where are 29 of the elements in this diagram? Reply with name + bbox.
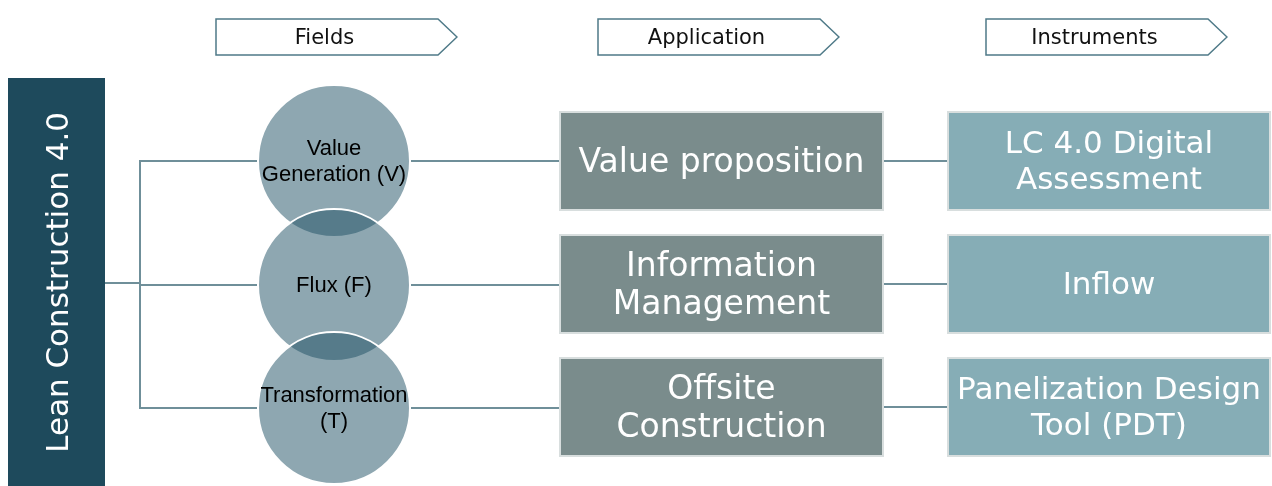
application-label: Offsite Construction xyxy=(615,369,828,445)
connector-line xyxy=(883,406,948,408)
instrument-box xyxy=(947,234,1271,334)
instrument-label: Inflow xyxy=(1061,266,1157,302)
column-header-chevron xyxy=(215,18,458,56)
instrument-label: LC 4.0 Digital Assessment xyxy=(1003,125,1215,197)
connector-line xyxy=(410,160,560,162)
column-header-chevron xyxy=(985,18,1228,56)
connector-line xyxy=(883,283,948,285)
application-label: Information Management xyxy=(611,246,832,322)
connector-line xyxy=(410,284,560,286)
header-text: Application xyxy=(647,25,766,49)
instrument-box xyxy=(947,111,1271,211)
instrument-label: Panelization Design Tool (PDT) xyxy=(956,371,1262,443)
instrument-box xyxy=(947,357,1271,457)
field-label: Transformation (T) xyxy=(259,381,409,435)
header-text: Fields xyxy=(294,25,355,49)
field-label: Flux (F) xyxy=(295,271,373,299)
header-text: Instruments xyxy=(1031,25,1158,49)
connector-line xyxy=(883,160,948,162)
application-box xyxy=(559,357,884,457)
application-label: Value proposition xyxy=(577,142,866,180)
application-box xyxy=(559,111,884,211)
application-box xyxy=(559,234,884,334)
field-label: Value Generation (V) xyxy=(260,134,408,188)
connector-line xyxy=(410,407,560,409)
column-header-chevron xyxy=(597,18,840,56)
title-text: Lean Construction 4.0 xyxy=(38,111,75,453)
title-bar xyxy=(8,78,105,486)
